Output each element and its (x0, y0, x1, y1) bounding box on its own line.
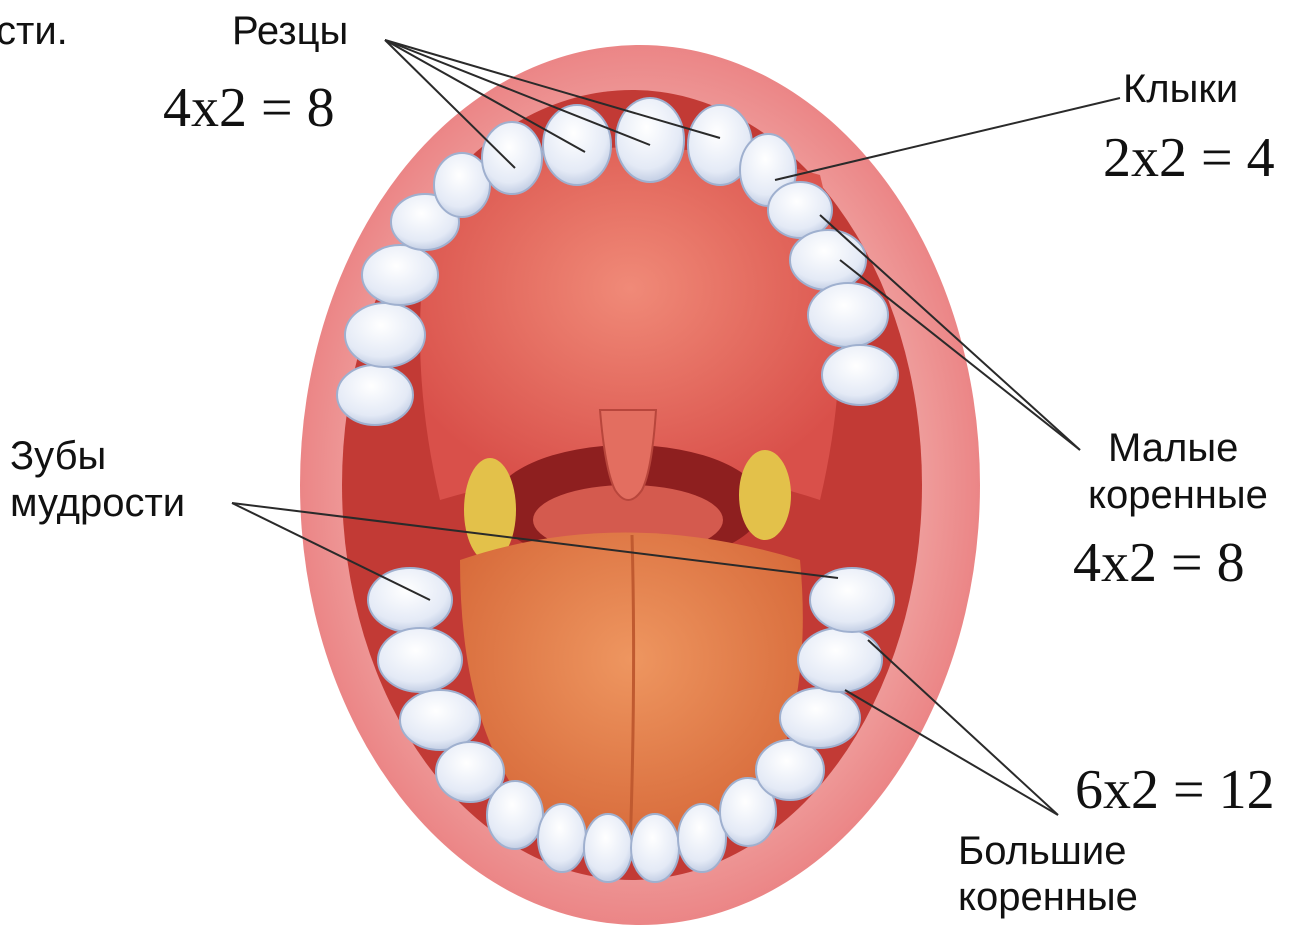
lower-tooth (584, 814, 632, 882)
lower-tooth (400, 690, 480, 750)
upper-tooth (337, 365, 413, 425)
canines-label: Клыки (1123, 66, 1238, 112)
lower-tooth (798, 628, 882, 692)
molars-label-line2: коренные (958, 874, 1138, 920)
upper-tooth (790, 230, 866, 290)
lower-tooth (678, 804, 726, 872)
fragment-text: сти. (0, 8, 68, 54)
lower-tooth (631, 814, 679, 882)
lower-tooth (368, 568, 452, 632)
wisdom-label-line1: Зубы (10, 433, 106, 479)
molars-count: 6х2 = 12 (1075, 760, 1275, 820)
wisdom-label-line2: мудрости (10, 480, 185, 526)
lower-tooth (780, 688, 860, 748)
lower-tooth (538, 804, 586, 872)
upper-tooth (362, 245, 438, 305)
upper-tooth (482, 122, 542, 194)
molars-label-line1: Большие (958, 828, 1126, 874)
upper-tooth (822, 345, 898, 405)
incisors-label: Резцы (232, 8, 348, 54)
premolars-label-line1: Малые (1108, 425, 1238, 471)
canines-count: 2х2 = 4 (1103, 128, 1275, 188)
lower-tooth (378, 628, 462, 692)
right-tonsil (739, 450, 791, 540)
lower-tooth (756, 740, 824, 800)
premolars-count: 4х2 = 8 (1073, 533, 1245, 593)
upper-tooth (808, 283, 888, 347)
incisors-count: 4х2 = 8 (163, 78, 335, 138)
lower-tooth (810, 568, 894, 632)
upper-tooth (345, 303, 425, 367)
premolars-label-line2: коренные (1088, 472, 1268, 518)
lower-tooth (487, 781, 543, 849)
